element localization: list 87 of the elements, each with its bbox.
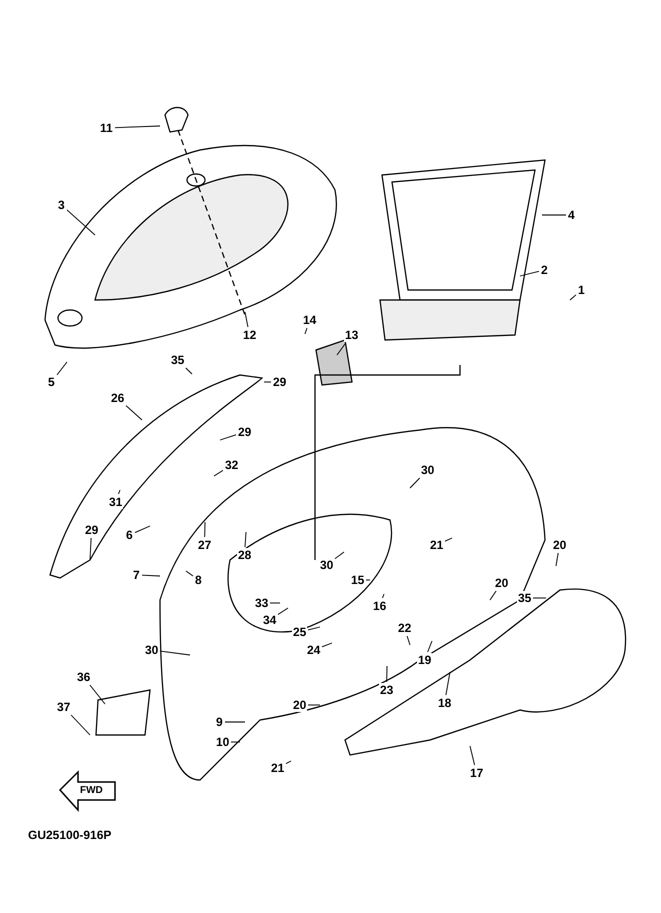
leader-line (89, 684, 106, 704)
callout-number: 5 (47, 375, 56, 389)
callout-number: 1 (577, 283, 586, 297)
callout-number: 11 (99, 121, 114, 135)
leader-line (244, 312, 248, 328)
leader-line (542, 214, 566, 216)
callout-number: 30 (319, 558, 334, 572)
callout-number: 34 (262, 613, 278, 627)
leader-line (444, 538, 452, 542)
callout-number: 31 (108, 495, 124, 509)
leader-line (322, 642, 332, 648)
callout-number: 30 (420, 463, 436, 477)
callout-number: 23 (379, 683, 394, 697)
callout-number: 19 (417, 653, 432, 667)
callout-number: 2 (540, 263, 549, 277)
callout-number: 9 (215, 715, 224, 729)
callout-number: 17 (469, 766, 484, 780)
leader-line (308, 626, 320, 630)
callout-number: 28 (237, 548, 252, 562)
leader-line (570, 294, 576, 300)
leader-line (382, 594, 384, 598)
leader-line (556, 552, 559, 566)
callout-number: 35 (517, 591, 532, 605)
callout-number: 32 (224, 458, 240, 472)
callout-number: 20 (292, 698, 308, 712)
callout-number: 20 (494, 576, 510, 590)
callout-number: 18 (437, 696, 452, 710)
leader-line (56, 362, 68, 376)
leader-line (410, 478, 420, 488)
callout-number: 3 (57, 198, 66, 212)
callout-number: 21 (270, 761, 286, 775)
callout-number: 25 (292, 625, 308, 639)
leader-line (336, 342, 346, 356)
callout-number: 10 (215, 735, 230, 749)
callout-number: 8 (194, 573, 203, 587)
leader-line (386, 666, 388, 682)
leader-line (334, 552, 344, 560)
leader-line (214, 470, 224, 476)
leader-line (185, 368, 192, 374)
callout-number: 13 (344, 328, 360, 342)
leader-line (490, 590, 497, 600)
leader-line (304, 328, 308, 334)
leader-line (134, 526, 150, 534)
callout-number: 33 (254, 596, 270, 610)
callout-number: 29 (237, 425, 252, 439)
leader-line (308, 704, 320, 706)
callout-number: 29 (84, 523, 100, 537)
leader-line (90, 538, 92, 560)
callout-number: 30 (144, 643, 160, 657)
callout-number: 37 (56, 700, 72, 714)
callout-number: 36 (76, 670, 92, 684)
callout-number: 29 (272, 375, 288, 389)
leader-line (270, 602, 280, 604)
callout-number: 12 (242, 328, 258, 342)
callout-number: 27 (197, 538, 212, 552)
leader-line (286, 760, 292, 764)
leader-line (406, 636, 410, 646)
callout-number: 15 (350, 573, 366, 587)
callout-number: 35 (170, 353, 186, 367)
callout-number: 22 (397, 621, 412, 635)
leader-line (220, 434, 236, 440)
callout-number: 20 (552, 538, 568, 552)
leader-line (186, 570, 194, 576)
leader-line (244, 532, 246, 548)
leader-line (278, 608, 288, 615)
callout-number: 24 (306, 643, 322, 657)
leader-line (126, 405, 142, 420)
callout-number: 4 (567, 208, 576, 222)
callout-number: 21 (429, 538, 444, 552)
leader-line (160, 650, 190, 656)
callout-number: 26 (110, 391, 126, 405)
callout-number: 7 (132, 568, 141, 582)
leader-line (70, 714, 90, 736)
leader-line (118, 490, 120, 494)
callout-number: 14 (302, 313, 318, 327)
drawing-code: GU25100-916P (28, 828, 112, 842)
leader-line (470, 746, 476, 766)
callout-number: 16 (372, 599, 388, 613)
leader-line (66, 209, 96, 236)
leader-line (204, 522, 206, 538)
fwd-label: FWD (80, 785, 103, 796)
leader-line (520, 270, 540, 276)
leader-line (427, 640, 432, 652)
leader-line (114, 126, 160, 128)
leader-line (142, 574, 160, 576)
leader-line (445, 672, 450, 696)
callout-number: 6 (125, 528, 134, 542)
